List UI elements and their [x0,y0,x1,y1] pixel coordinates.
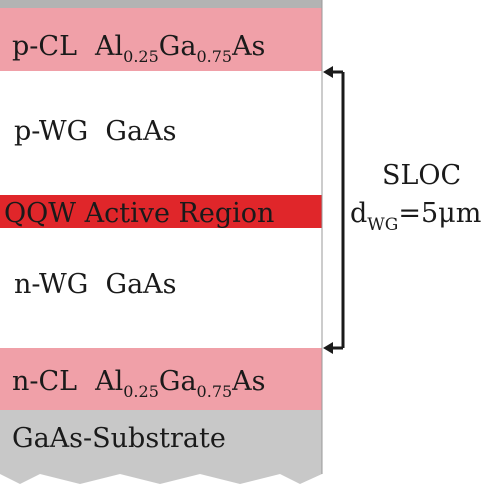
n-cl-prefix: n-CL [12,366,77,397]
thickness-value: =5μm [398,198,481,229]
n-cladding-label: n-CL Al0.25Ga0.75As [12,366,266,401]
p-cl-prefix: p-CL [12,31,77,62]
n-cl-al: Al [94,366,123,397]
p-waveguide-label: p-WG GaAs [14,116,176,147]
p-cl-ga: Ga [159,31,197,62]
waveguide-thickness-label: dWG=5μm [350,198,481,235]
p-waveguide-layer [0,71,322,195]
top-strip [0,0,322,8]
bracket-bottom-arrowhead [323,342,333,354]
waveguide-bracket [328,70,345,350]
active-region-layer [0,195,322,228]
d-subscript: WG [367,215,398,235]
p-cl-al: Al [94,31,123,62]
n-cl-al-sub: 0.25 [123,382,159,401]
d-symbol: d [350,198,367,229]
p-cl-as: As [231,31,265,62]
substrate-label: GaAs-Substrate [12,423,226,454]
n-cl-as: As [231,366,265,397]
n-cl-ga: Ga [159,366,197,397]
bracket-top-arrowhead [323,66,333,78]
n-cladding-layer [0,348,322,410]
substrate-layer [0,410,322,484]
sloc-title: SLOC [382,160,461,191]
p-cl-ga-sub: 0.75 [196,47,232,66]
p-cl-al-sub: 0.25 [123,47,159,66]
p-cladding-layer [0,8,322,71]
n-cl-ga-sub: 0.75 [197,382,233,401]
n-waveguide-label: n-WG GaAs [14,269,177,300]
n-waveguide-layer [0,228,322,348]
p-cladding-label: p-CL Al0.25Ga0.75As [12,31,265,66]
active-region-label: QQW Active Region [4,198,274,229]
